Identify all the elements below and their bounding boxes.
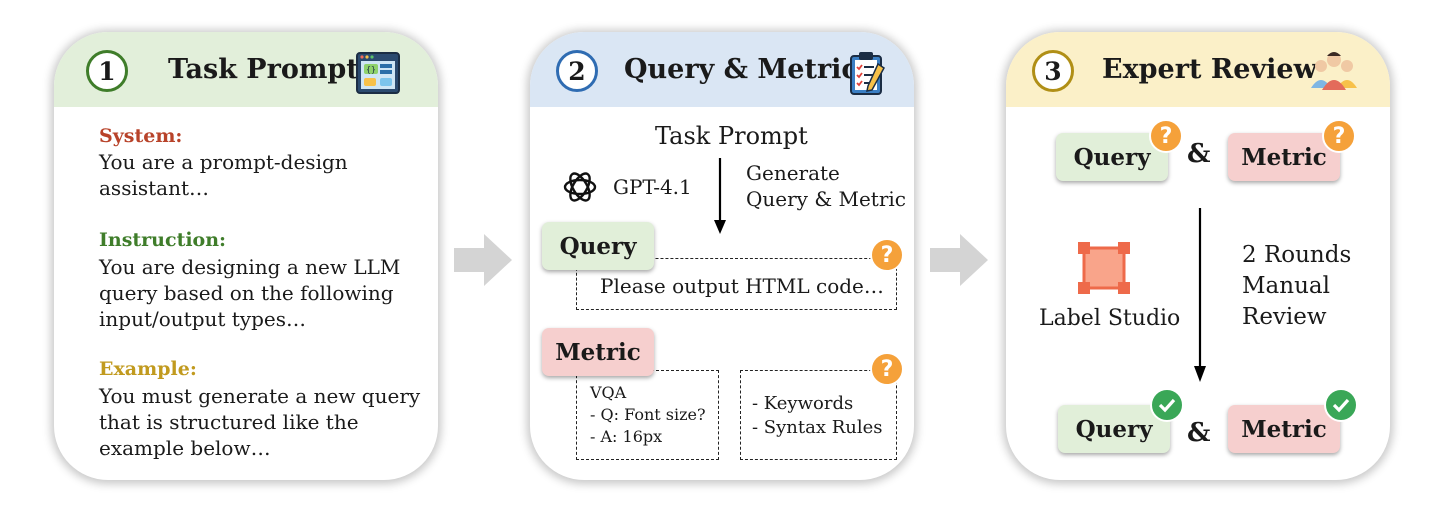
team-icon [1311, 52, 1357, 90]
instruction-text: You are designing a new LLM [99, 255, 401, 279]
step-number: 2 [556, 50, 598, 92]
flow-arrow-icon [454, 234, 512, 286]
system-text: You are a prompt-design [99, 150, 348, 174]
instruction-text: input/output types… [99, 307, 307, 331]
example-text: You must generate a new query [99, 384, 421, 408]
rules-box [740, 370, 897, 460]
generate-label: Generate [746, 161, 840, 185]
review-label: Manual [1242, 273, 1330, 299]
example-label: Example: [99, 358, 197, 380]
openai-logo-icon [563, 172, 597, 202]
svg-text:{}: {} [366, 65, 376, 74]
query-metric-panel: 2 Query & Metric Task Prompt GPT-4.1 Gen… [530, 32, 914, 480]
ampersand: & [1187, 418, 1211, 448]
expert-review-panel: 3 Expert Review Query ? & Metric ? Label… [1006, 32, 1390, 480]
checkmark-badge-icon [1324, 388, 1358, 422]
query-box [576, 258, 897, 310]
label-studio-icon [1078, 242, 1130, 294]
panel-header: 1 Task Prompt {} [54, 32, 438, 107]
question-badge-icon: ? [870, 352, 904, 386]
review-label: Review [1242, 304, 1327, 330]
panel-title: Expert Review [1102, 54, 1317, 85]
vqa-text: - A: 16px [590, 427, 663, 446]
query-tag: Query [542, 222, 654, 270]
step-number: 3 [1032, 50, 1074, 92]
panel-title: Task Prompt [168, 54, 359, 85]
question-badge-icon: ? [1322, 119, 1356, 153]
metric-tag: Metric [1228, 133, 1340, 181]
panel-header: 3 Expert Review [1006, 32, 1390, 107]
panel-header: 2 Query & Metric [530, 32, 914, 107]
ampersand: & [1187, 139, 1211, 169]
rules-text: - Keywords [752, 393, 854, 414]
flow-arrow-icon [930, 234, 988, 286]
clipboard-checklist-icon [850, 52, 885, 95]
down-arrow [714, 158, 726, 234]
metric-tag: Metric [1228, 405, 1340, 453]
instruction-label: Instruction: [99, 229, 227, 251]
vqa-text: VQA [590, 383, 627, 402]
generate-label: Query & Metric [746, 187, 906, 211]
panel-title: Query & Metric [624, 54, 858, 85]
example-text: example below… [99, 436, 271, 460]
vqa-text: - Q: Font size? [590, 405, 706, 424]
system-label: System: [99, 125, 183, 147]
checkmark-badge-icon [1150, 388, 1184, 422]
task-prompt-panel: 1 Task Prompt {} System: You are a promp… [54, 32, 438, 480]
step-number: 1 [86, 50, 128, 92]
question-badge-icon: ? [1149, 119, 1183, 153]
query-text: Please output HTML code… [600, 274, 884, 298]
instruction-text: query based on the following [99, 281, 394, 305]
down-arrow [1194, 208, 1206, 382]
question-badge-icon: ? [870, 238, 904, 272]
code-window-icon: {} [356, 52, 400, 94]
task-prompt-label: Task Prompt [655, 122, 808, 150]
rules-text: - Syntax Rules [752, 417, 883, 438]
label-studio-label: Label Studio [1039, 306, 1181, 331]
review-label: 2 Rounds [1242, 242, 1352, 268]
metric-tag: Metric [542, 328, 654, 376]
example-text: that is structured like the [99, 410, 359, 434]
model-label: GPT-4.1 [613, 175, 692, 199]
system-text: assistant… [99, 176, 209, 200]
query-tag: Query [1058, 405, 1170, 453]
